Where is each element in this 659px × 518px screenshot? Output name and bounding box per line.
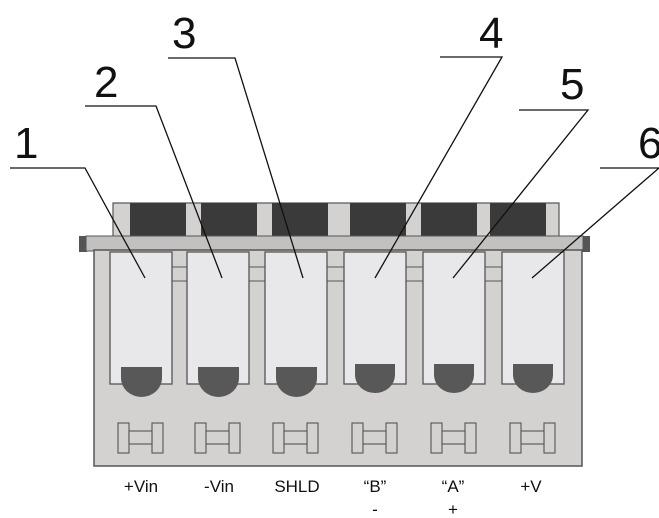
screw-strip-body — [112, 202, 560, 238]
rail-bar — [85, 235, 584, 252]
leader-line-5 — [452, 109, 590, 279]
wire-cavity-2 — [186, 251, 250, 397]
leader-line-3 — [168, 57, 304, 279]
pin-sublabel-5: + — [448, 500, 458, 518]
latch-2 — [194, 422, 241, 454]
screw-head-5 — [421, 203, 477, 236]
latch-6 — [509, 422, 556, 454]
contact-clamp-5 — [434, 364, 474, 393]
pin-labels: +Vin -Vin SHLD “B” “A” +V - + — [124, 477, 542, 518]
screw-head-1 — [130, 203, 186, 236]
pin-label-3: SHLD — [274, 477, 319, 496]
callout-number-5: 5 — [560, 60, 584, 109]
callout-number-6: 6 — [638, 119, 659, 168]
wire-cavities — [109, 251, 565, 397]
housing — [93, 249, 583, 467]
pin-label-5: “A” — [442, 477, 465, 496]
latch-5 — [430, 422, 477, 454]
screw-head-3 — [272, 203, 328, 236]
cavity-bridges — [169, 266, 504, 282]
wire-cavity-3 — [264, 251, 328, 397]
latch-4 — [351, 422, 398, 454]
latch-1 — [117, 422, 164, 454]
leader-lines — [10, 56, 659, 279]
wire-cavity-4 — [343, 251, 407, 393]
contact-clamp-1 — [121, 367, 162, 397]
cavity-bridge — [405, 266, 425, 282]
leader-line-1 — [10, 167, 146, 279]
wire-cavity-6 — [501, 251, 565, 393]
cavity-bridge — [326, 266, 346, 282]
pin-sublabel-4: - — [372, 500, 378, 518]
contact-clamp-6 — [513, 364, 553, 393]
latch-3 — [272, 422, 319, 454]
screw-head-2 — [201, 203, 257, 236]
callout-number-2: 2 — [94, 58, 118, 107]
pin-label-4: “B” — [364, 477, 387, 496]
cavity-bridge — [484, 266, 504, 282]
leader-line-2 — [85, 105, 223, 279]
pin-label-2: -Vin — [204, 477, 234, 496]
bottom-latches — [117, 422, 556, 454]
screw-head-6 — [490, 203, 546, 236]
callout-number-3: 3 — [172, 9, 196, 58]
cavity-bridge — [169, 266, 189, 282]
contact-clamp-2 — [198, 367, 239, 397]
cavity-bridge — [247, 266, 267, 282]
callout-number-4: 4 — [479, 9, 503, 58]
screw-strip — [112, 202, 560, 238]
pin-label-6: +V — [520, 477, 542, 496]
pin-label-1: +Vin — [124, 477, 158, 496]
wire-cavity-5 — [422, 251, 486, 393]
wire-cavity-1 — [109, 251, 173, 397]
rail-end-left — [79, 236, 87, 252]
callout-number-1: 1 — [14, 119, 38, 168]
leader-line-4 — [374, 56, 504, 279]
contact-clamp-3 — [276, 367, 317, 397]
rail-end-right — [582, 236, 590, 252]
screw-head-4 — [350, 203, 406, 236]
leader-line-6 — [531, 167, 659, 279]
contact-clamp-4 — [355, 364, 395, 393]
callout-numbers: 1 2 3 4 5 6 — [14, 9, 659, 168]
